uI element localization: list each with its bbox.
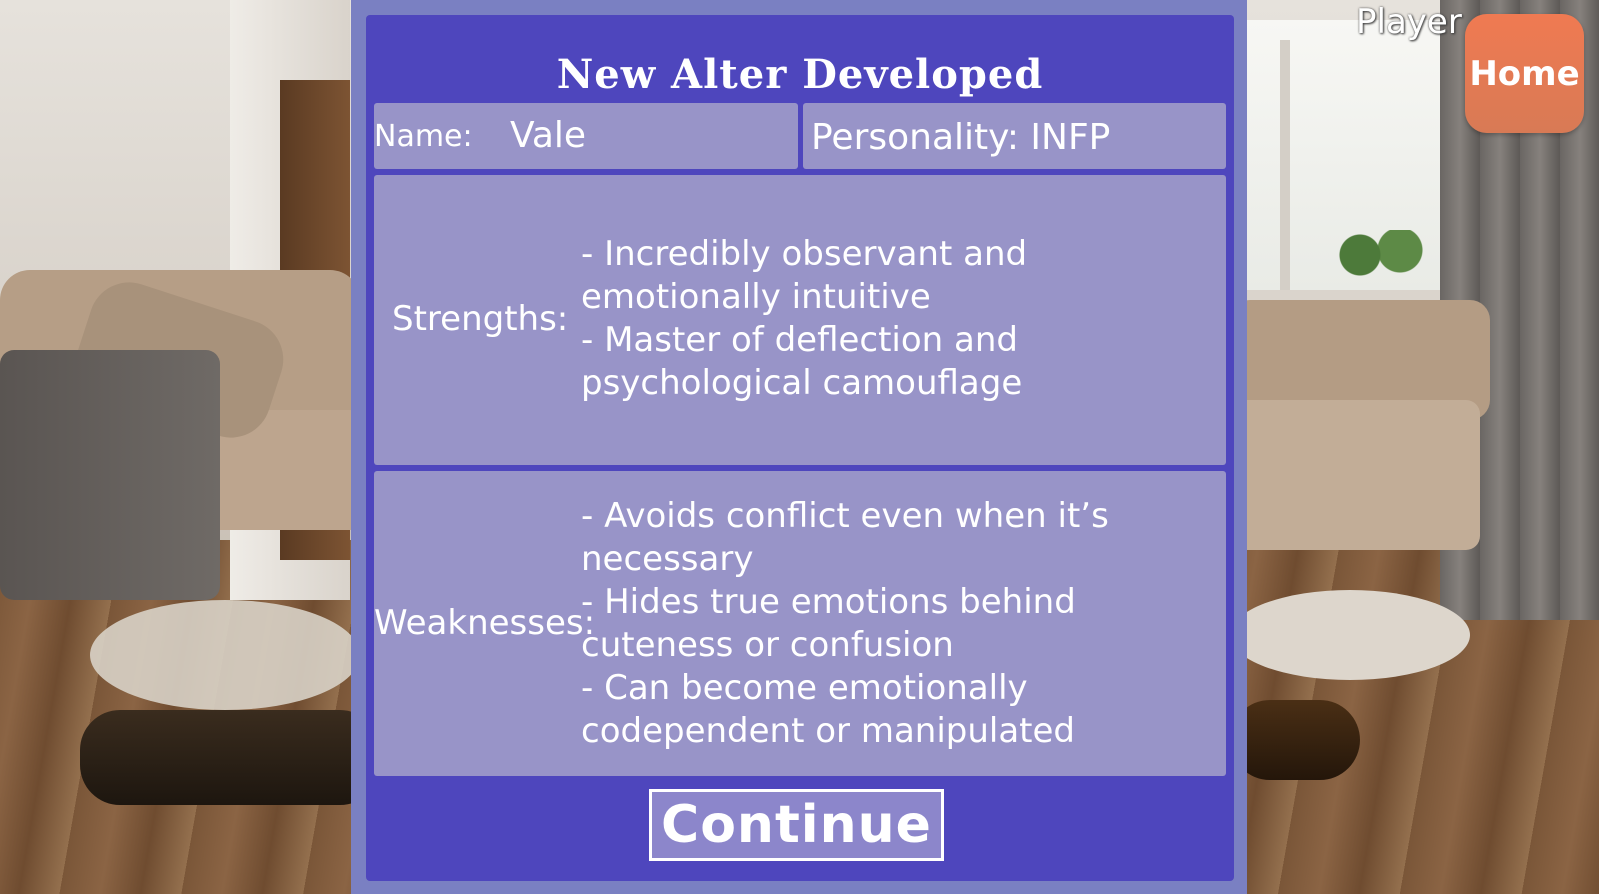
background-sofa-right-seat bbox=[1230, 400, 1480, 550]
strength-item: - Master of deflection and psychological… bbox=[581, 320, 1023, 403]
personality-text: Personality: INFP bbox=[811, 117, 1111, 158]
weaknesses-list: - Avoids conflict even when it’s necessa… bbox=[581, 495, 1222, 753]
background-sofa-arm bbox=[0, 350, 220, 600]
weakness-item: - Hides true emotions behind cuteness or… bbox=[581, 582, 1076, 665]
new-alter-dialog: New Alter Developed Name: Vale Personali… bbox=[366, 15, 1234, 881]
background-bottle-right bbox=[1230, 700, 1360, 780]
name-value: Vale bbox=[510, 115, 587, 156]
strengths-panel: Strengths: - Incredibly observant and em… bbox=[374, 175, 1226, 465]
dialog-title: New Alter Developed bbox=[556, 51, 1044, 98]
weakness-item: - Can become emotionally codependent or … bbox=[581, 668, 1076, 751]
weaknesses-label: Weaknesses: bbox=[374, 603, 596, 643]
background-rug-left bbox=[90, 600, 360, 710]
name-panel: Name: Vale bbox=[374, 103, 798, 169]
weakness-item: - Avoids conflict even when it’s necessa… bbox=[581, 496, 1109, 579]
background-window-bar bbox=[1280, 40, 1290, 290]
home-button[interactable]: Home bbox=[1465, 14, 1584, 133]
player-label: Player bbox=[1356, 2, 1462, 42]
background-bottle-left bbox=[80, 710, 380, 805]
strengths-label: Strengths: bbox=[392, 299, 569, 339]
strength-item: - Incredibly observant and emotionally i… bbox=[581, 234, 1028, 317]
continue-button[interactable]: Continue bbox=[649, 789, 944, 861]
strengths-list: - Incredibly observant and emotionally i… bbox=[581, 233, 1222, 405]
background-rug-right bbox=[1230, 590, 1470, 680]
background-plants bbox=[1330, 230, 1430, 280]
personality-panel: Personality: INFP bbox=[803, 103, 1226, 169]
weaknesses-panel: Weaknesses: - Avoids conflict even when … bbox=[374, 471, 1226, 776]
name-label: Name: bbox=[374, 119, 473, 154]
